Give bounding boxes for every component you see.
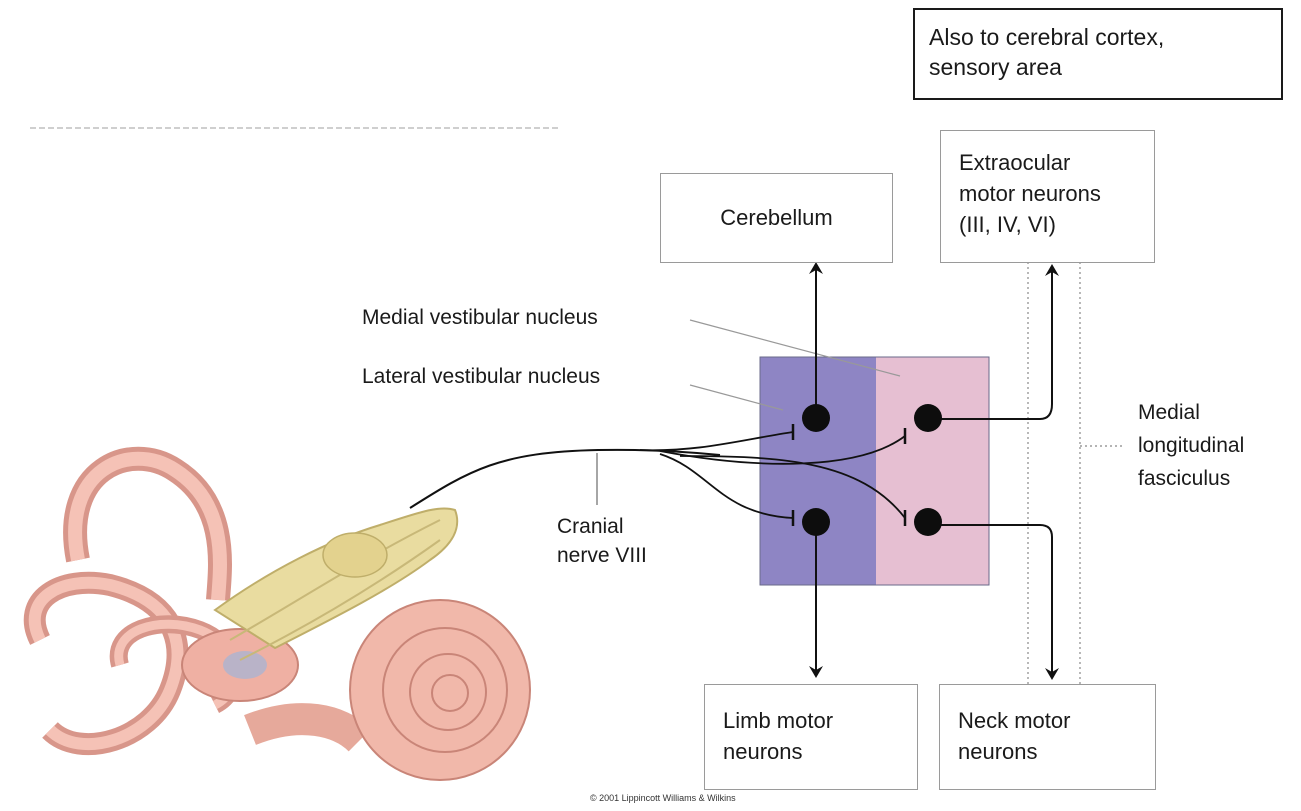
neck-motor-box: Neck motor neurons <box>939 684 1156 790</box>
limb-motor-label: Limb motor neurons <box>723 708 833 764</box>
cerebellum-label: Cerebellum <box>720 205 833 230</box>
cochlea <box>350 600 530 780</box>
copyright-credit: © 2001 Lippincott Williams & Wilkins <box>590 793 736 803</box>
medial-longitudinal-fasciculus-label: Medial longitudinal fasciculus <box>1138 396 1244 495</box>
neuron-medial-lower <box>914 508 942 536</box>
limb-motor-box: Limb motor neurons <box>704 684 918 790</box>
cerebral-cortex-label: Also to cerebral cortex, sensory area <box>929 24 1164 80</box>
cerebellum-box: Cerebellum <box>660 173 893 263</box>
neuron-lateral-upper <box>802 404 830 432</box>
cranial-nerve-viii-label: Cranial nerve VIII <box>557 512 647 570</box>
neck-motor-label: Neck motor neurons <box>958 708 1070 764</box>
cerebral-cortex-box: Also to cerebral cortex, sensory area <box>913 8 1283 100</box>
medial-vestibular-nucleus-region <box>876 357 989 585</box>
lateral-vestibular-nucleus-label: Lateral vestibular nucleus <box>362 362 600 391</box>
neuron-lateral-lower <box>802 508 830 536</box>
extraocular-label: Extraocular motor neurons (III, IV, VI) <box>959 150 1101 237</box>
cochlea-duct <box>250 719 360 740</box>
medial-vestibular-nucleus-label: Medial vestibular nucleus <box>362 303 598 332</box>
inner-ear-illustration <box>35 459 530 780</box>
neuron-medial-upper <box>914 404 942 432</box>
extraocular-box: Extraocular motor neurons (III, IV, VI) <box>940 130 1155 263</box>
vestibular-ganglion <box>323 533 387 577</box>
lateral-vestibular-nucleus-region <box>760 357 876 585</box>
